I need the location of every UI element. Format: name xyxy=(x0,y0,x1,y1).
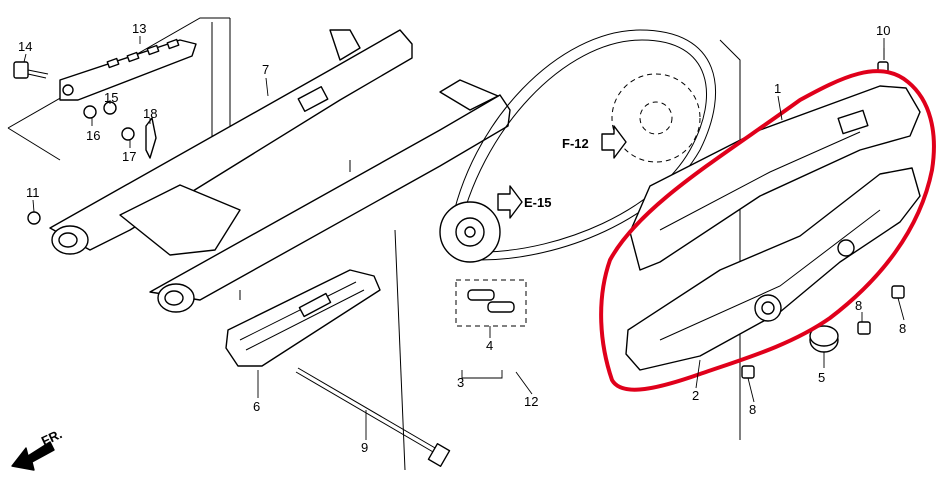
drive-sprocket xyxy=(439,201,501,263)
callout-1: 1 xyxy=(774,81,781,96)
chain-case-lower xyxy=(625,167,921,371)
callout-12: 12 xyxy=(524,394,538,409)
callout-13: 13 xyxy=(132,21,146,36)
bolts xyxy=(741,48,905,379)
callout-3: 3 xyxy=(457,375,464,390)
chain-case-upper xyxy=(629,85,921,271)
callout-8c: 8 xyxy=(749,402,756,417)
callout-16: 16 xyxy=(86,128,100,143)
driven-sprocket xyxy=(611,73,701,163)
callout-4: 4 xyxy=(486,338,493,353)
callout-7: 7 xyxy=(262,62,269,77)
direction-indicator: FR. xyxy=(11,426,64,471)
ref-f12: F-12 xyxy=(562,136,589,151)
highlight-outline xyxy=(599,69,936,392)
callout-5: 5 xyxy=(818,370,825,385)
swingarm xyxy=(49,29,511,313)
axle xyxy=(295,367,451,467)
bolt-14 xyxy=(13,61,49,79)
callout-6: 6 xyxy=(253,399,260,414)
chain-slider xyxy=(225,269,381,367)
rear-bracket xyxy=(59,38,197,101)
callout-9: 9 xyxy=(361,440,368,455)
callout-8b: 8 xyxy=(899,321,906,336)
callout-14: 14 xyxy=(18,39,32,54)
callout-2: 2 xyxy=(692,388,699,403)
callout-15: 15 xyxy=(104,90,118,105)
callout-17: 17 xyxy=(122,149,136,164)
ref-arrow-f12: F-12 xyxy=(562,125,627,159)
master-link xyxy=(467,289,515,313)
leader-lines xyxy=(23,36,905,440)
callouts: 1 2 3 4 5 6 7 8 8 8 9 10 11 12 13 14 15 … xyxy=(18,21,906,455)
ref-e15: E-15 xyxy=(524,195,551,210)
ref-arrow-e15: E-15 xyxy=(497,185,551,219)
callout-8a: 8 xyxy=(855,298,862,313)
drive-chain xyxy=(439,29,717,327)
guide-lines xyxy=(7,17,741,471)
cap xyxy=(809,325,839,353)
direction-label: FR. xyxy=(39,426,64,448)
callout-11: 11 xyxy=(26,185,40,200)
callout-18: 18 xyxy=(143,106,157,121)
callout-10: 10 xyxy=(876,23,890,38)
